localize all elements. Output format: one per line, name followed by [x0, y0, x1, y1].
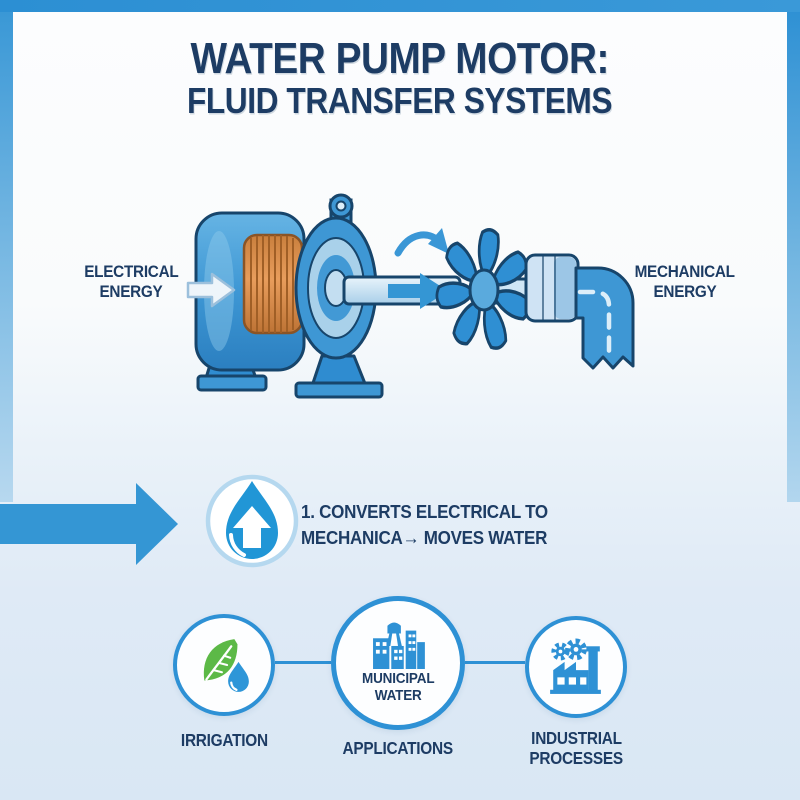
- label-industrial-processes: INDUSTRIAL PROCESSES: [529, 728, 623, 769]
- rotation-arrow-icon: [394, 228, 449, 257]
- application-circle-industrial: [525, 616, 627, 718]
- page-title: WATER PUMP MOTOR: FLUID TRANSFER SYSTEMS: [0, 34, 800, 122]
- frame-top-bar: [0, 0, 800, 12]
- connector-line-right: [465, 661, 525, 664]
- motor-body: [194, 211, 306, 372]
- impeller-icon: [435, 227, 544, 350]
- keypoint-line1: 1. CONVERTS ELECTRICAL TO: [301, 501, 548, 522]
- electrical-energy-label: ELECTRICAL ENERGY: [83, 262, 179, 302]
- municipal-water-text: MUNICIPAL WATER: [361, 670, 435, 704]
- leaf-water-drop-icon: [203, 639, 249, 692]
- frame-left-bar: [0, 12, 13, 502]
- page-title-line2: FLUID TRANSFER SYSTEMS: [187, 80, 613, 122]
- page-title-line1: WATER PUMP MOTOR:: [190, 34, 610, 83]
- label-irrigation: IRRIGATION: [180, 730, 268, 750]
- motor-shaft: [342, 273, 462, 309]
- motor-flange: [294, 193, 378, 360]
- label-applications: APPLICATIONS: [342, 738, 454, 758]
- application-circle-irrigation: [173, 614, 275, 716]
- pump-coupling: [524, 253, 580, 323]
- water-drop-up-arrow-icon: [205, 474, 299, 568]
- application-circle-municipal: MUNICIPAL WATER: [331, 596, 465, 730]
- mechanical-energy-label: MECHANICAL ENERGY: [634, 262, 736, 302]
- copper-coil-winding-icon: [242, 233, 304, 335]
- section-pointer-arrow: [0, 483, 178, 565]
- keypoint-line2: MECHANICA→ MOVES WATER: [301, 527, 548, 548]
- motor-mounting-feet: [196, 350, 384, 399]
- factory-gears-icon: [550, 638, 601, 694]
- city-water-tower-icon: [373, 622, 425, 670]
- frame-right-bar: [787, 12, 800, 502]
- connector-line-left: [275, 661, 331, 664]
- shaft-flow-arrow-icon: [388, 273, 448, 309]
- keypoint-text: 1. CONVERTS ELECTRICAL TO MECHANICA→ MOV…: [301, 499, 591, 551]
